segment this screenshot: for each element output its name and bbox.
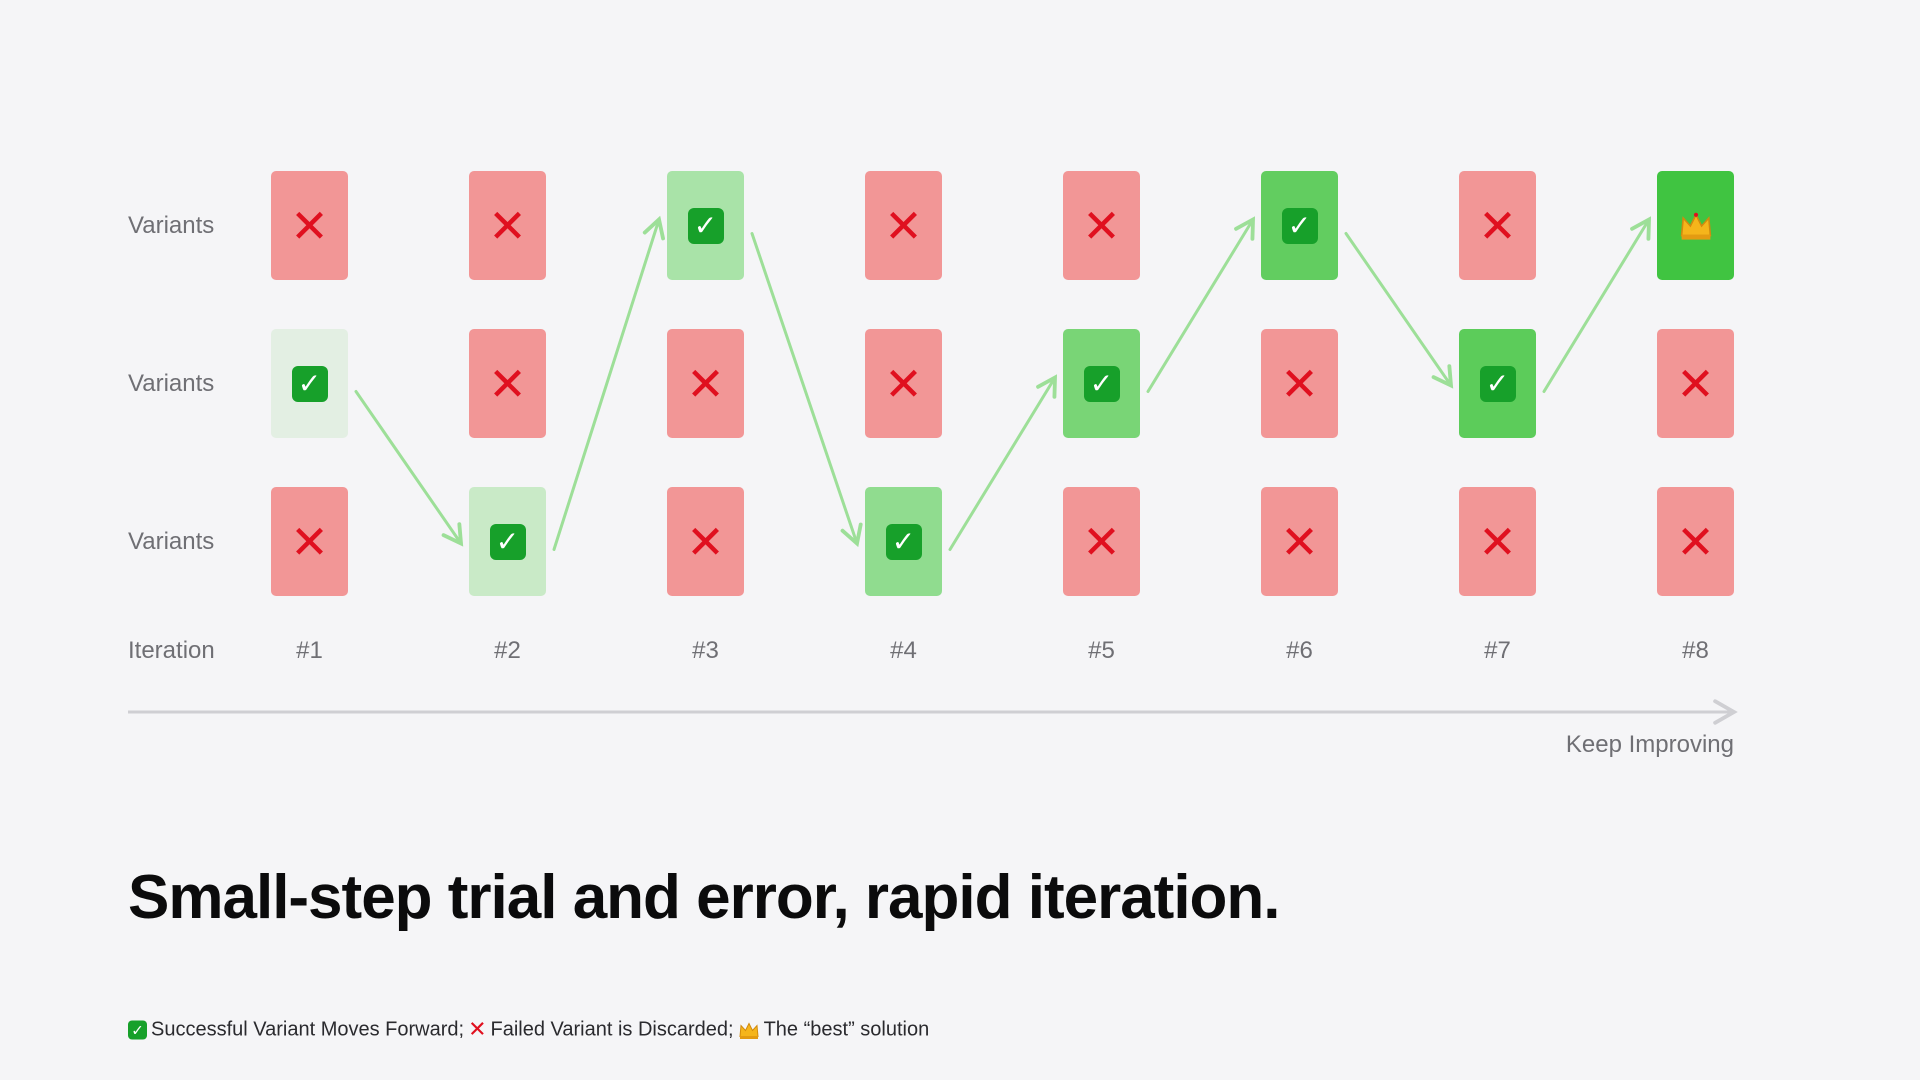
check-icon: ✓	[128, 1020, 147, 1040]
variant-cell-success: ✓	[1459, 329, 1536, 438]
variant-cell-success: ✓	[667, 171, 744, 280]
cross-icon: ✕	[1082, 514, 1121, 569]
variant-cell-success: ✓	[865, 487, 942, 596]
progress-arrow	[750, 232, 863, 548]
cross-icon: ✕	[1280, 514, 1319, 569]
variant-cell-failed: ✕	[1459, 487, 1536, 596]
cross-icon: ✕	[290, 514, 329, 569]
variant-cell-success: ✓	[1261, 171, 1338, 280]
variant-cell-failed: ✕	[865, 171, 942, 280]
iteration-label: #4	[890, 637, 917, 664]
iteration-label: #1	[296, 637, 323, 664]
iteration-label: #7	[1484, 637, 1511, 664]
iteration-label: #6	[1286, 637, 1313, 664]
cross-icon: ✕	[1280, 356, 1319, 411]
cross-icon: ✕	[1082, 198, 1121, 253]
progress-arrow	[948, 374, 1058, 551]
iteration-label: #2	[494, 637, 521, 664]
cross-icon: ✕	[1478, 514, 1517, 569]
variant-cell-failed: ✕	[667, 329, 744, 438]
cross-icon: ✕	[686, 514, 725, 569]
legend-best-text: The “best” solution	[763, 1018, 930, 1041]
progress-arrow	[1344, 232, 1454, 389]
row-label-middle: Variants	[128, 370, 215, 397]
cross-icon: ✕	[1676, 356, 1715, 411]
variant-cell-success	[1657, 171, 1734, 280]
variant-cell-failed: ✕	[1657, 329, 1734, 438]
variant-cell-failed: ✕	[1063, 171, 1140, 280]
row-label-bottom: Variants	[128, 528, 215, 555]
cross-icon: ✕	[468, 1017, 487, 1043]
variant-cell-failed: ✕	[1657, 487, 1734, 596]
progress-arrow	[354, 390, 464, 547]
check-icon: ✓	[291, 365, 328, 402]
iteration-label: #3	[692, 637, 719, 664]
variant-cell-failed: ✕	[1261, 487, 1338, 596]
check-icon: ✓	[1479, 365, 1516, 402]
variant-cell-failed: ✕	[1459, 171, 1536, 280]
crown-icon	[739, 1021, 759, 1039]
progress-arrow	[1146, 216, 1256, 393]
cross-icon: ✕	[488, 356, 527, 411]
cross-icon: ✕	[686, 356, 725, 411]
variant-cell-failed: ✕	[1261, 329, 1338, 438]
check-icon: ✓	[1281, 207, 1318, 244]
check-icon: ✓	[1083, 365, 1120, 402]
iteration-axis-title: Iteration	[128, 637, 215, 664]
cross-icon: ✕	[884, 198, 923, 253]
variant-cell-success: ✓	[469, 487, 546, 596]
legend-success-text: Successful Variant Moves Forward;	[151, 1018, 465, 1041]
crown-icon	[1680, 212, 1711, 240]
variant-cell-failed: ✕	[271, 171, 348, 280]
variant-cell-failed: ✕	[865, 329, 942, 438]
check-icon: ✓	[687, 207, 724, 244]
cross-icon: ✕	[1676, 514, 1715, 569]
progress-arrow	[552, 215, 665, 551]
headline: Small-step trial and error, rapid iterat…	[128, 863, 1281, 932]
variant-cell-failed: ✕	[1063, 487, 1140, 596]
variant-cell-success: ✓	[1063, 329, 1140, 438]
cross-icon: ✕	[488, 198, 527, 253]
check-icon: ✓	[885, 523, 922, 560]
variant-cell-failed: ✕	[469, 171, 546, 280]
legend-fail-text: Failed Variant is Discarded;	[490, 1018, 734, 1041]
iteration-label: #5	[1088, 637, 1115, 664]
axis-caption: Keep Improving	[1565, 731, 1734, 758]
cross-icon: ✕	[290, 198, 329, 253]
check-icon: ✓	[489, 523, 526, 560]
variant-cell-success: ✓	[271, 329, 348, 438]
cross-icon: ✕	[1478, 198, 1517, 253]
progress-arrow	[1542, 216, 1652, 393]
row-label-top: Variants	[128, 212, 215, 239]
iteration-label: #8	[1682, 637, 1709, 664]
cross-icon: ✕	[884, 356, 923, 411]
variant-cell-failed: ✕	[469, 329, 546, 438]
variant-cell-failed: ✕	[667, 487, 744, 596]
legend: ✓ Successful Variant Moves Forward; ✕ Fa…	[128, 1018, 929, 1043]
variant-cell-failed: ✕	[271, 487, 348, 596]
